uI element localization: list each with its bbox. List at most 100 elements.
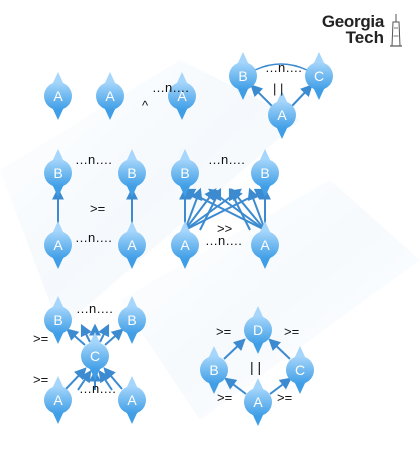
node-top-triangle xyxy=(259,149,271,162)
node-label: B xyxy=(53,312,62,328)
node-top-triangle xyxy=(52,376,64,389)
node-circle xyxy=(44,231,72,259)
node-bottom-triangle xyxy=(52,107,64,120)
node-c-21: C xyxy=(286,346,314,394)
ge-label-5: >= xyxy=(284,324,299,339)
edge-arrow-18 xyxy=(77,370,92,391)
node-bottom-triangle xyxy=(126,184,138,197)
node-circle xyxy=(44,82,72,110)
node-label: B xyxy=(127,312,136,328)
node-a-2: A xyxy=(168,72,196,120)
edge-arrow-13 xyxy=(182,188,266,231)
node-bottom-triangle xyxy=(52,411,64,424)
node-bottom-triangle xyxy=(179,256,191,269)
edge-arc-top xyxy=(254,63,308,71)
node-bottom-triangle xyxy=(276,126,288,139)
n-dots-label-1: …n…. xyxy=(152,80,189,95)
node-label: B xyxy=(53,165,62,181)
ge-label-7: >= xyxy=(277,390,292,405)
node-circle xyxy=(305,62,333,90)
node-c-4: C xyxy=(305,52,333,100)
node-top-triangle xyxy=(126,221,138,234)
node-label: A xyxy=(177,88,187,104)
node-label: A xyxy=(127,392,137,408)
node-circle xyxy=(251,159,279,187)
node-b-10: B xyxy=(171,149,199,197)
node-label: B xyxy=(180,165,189,181)
tech-tower-icon xyxy=(390,14,402,47)
node-a-0: A xyxy=(44,72,72,120)
n-dots-label-7: …n…. xyxy=(76,301,113,316)
node-label: B xyxy=(127,165,136,181)
edge-arrow-21 xyxy=(66,328,86,346)
edge-arrow-0 xyxy=(250,84,273,107)
edge-arrow-23 xyxy=(80,323,92,343)
node-top-triangle xyxy=(52,296,64,309)
logo-line-georgia: Georgia xyxy=(321,12,384,31)
node-top-triangle xyxy=(259,221,271,234)
n-dots-label-3: …n…. xyxy=(75,152,112,167)
node-top-triangle xyxy=(104,72,116,85)
node-label: A xyxy=(105,88,115,104)
caret-label: ^ xyxy=(142,98,149,113)
node-b-11: B xyxy=(251,149,279,197)
node-label: B xyxy=(209,362,218,378)
node-bottom-triangle xyxy=(259,184,271,197)
node-bottom-triangle xyxy=(52,256,64,269)
node-bottom-triangle xyxy=(89,367,101,380)
node-label: A xyxy=(277,107,287,123)
node-label: C xyxy=(90,348,100,364)
annotations: …n…. ^ …n…. | | …n…. >= …n…. …n…. >> …n…… xyxy=(33,60,302,405)
node-bottom-triangle xyxy=(126,331,138,344)
edge-arrow-10 xyxy=(247,187,266,231)
node-b-3: B xyxy=(229,52,257,100)
node-a-12: A xyxy=(171,221,199,269)
logo-line-tech: Tech xyxy=(345,28,384,47)
node-bottom-triangle xyxy=(176,107,188,120)
node-top-triangle xyxy=(52,72,64,85)
node-top-triangle xyxy=(179,221,191,234)
node-a-5: A xyxy=(268,91,296,139)
georgia-tech-logo: Georgia Tech xyxy=(312,10,412,50)
node-top-triangle xyxy=(126,376,138,389)
node-circle xyxy=(229,62,257,90)
node-bottom-triangle xyxy=(126,411,138,424)
node-label: A xyxy=(260,237,270,253)
node-bottom-triangle xyxy=(252,341,264,354)
ge-label-6: >= xyxy=(217,390,232,405)
node-bottom-triangle xyxy=(259,256,271,269)
edge-arrow-19 xyxy=(98,370,113,391)
node-circle xyxy=(118,159,146,187)
node-a-9: A xyxy=(118,221,146,269)
edge-arrow-24 xyxy=(98,323,110,343)
node-a-18: A xyxy=(118,376,146,424)
node-bottom-triangle xyxy=(104,107,116,120)
node-label: A xyxy=(53,392,63,408)
node-b-15: B xyxy=(118,296,146,344)
node-circle xyxy=(251,231,279,259)
node-top-triangle xyxy=(179,149,191,162)
edge-arrow-1 xyxy=(291,84,313,107)
node-circle xyxy=(168,82,196,110)
node-d-19: D xyxy=(244,306,272,354)
node-bottom-triangle xyxy=(294,381,306,394)
node-circle xyxy=(286,356,314,384)
parallel-label-2: | | xyxy=(250,359,261,375)
edge-arrow-28 xyxy=(223,338,246,360)
node-top-triangle xyxy=(237,52,249,65)
node-label: C xyxy=(295,362,305,378)
node-label: A xyxy=(127,237,137,253)
node-label: A xyxy=(53,88,63,104)
n-dots-label-4: …n…. xyxy=(75,230,112,245)
node-bottom-triangle xyxy=(52,184,64,197)
node-top-triangle xyxy=(252,306,264,319)
node-label: B xyxy=(260,165,269,181)
node-top-triangle xyxy=(176,72,188,85)
n-dots-label-8: …n…. xyxy=(79,381,116,396)
background-watermark xyxy=(0,60,420,420)
node-circle xyxy=(171,159,199,187)
node-b-14: B xyxy=(44,296,72,344)
node-circle xyxy=(118,231,146,259)
